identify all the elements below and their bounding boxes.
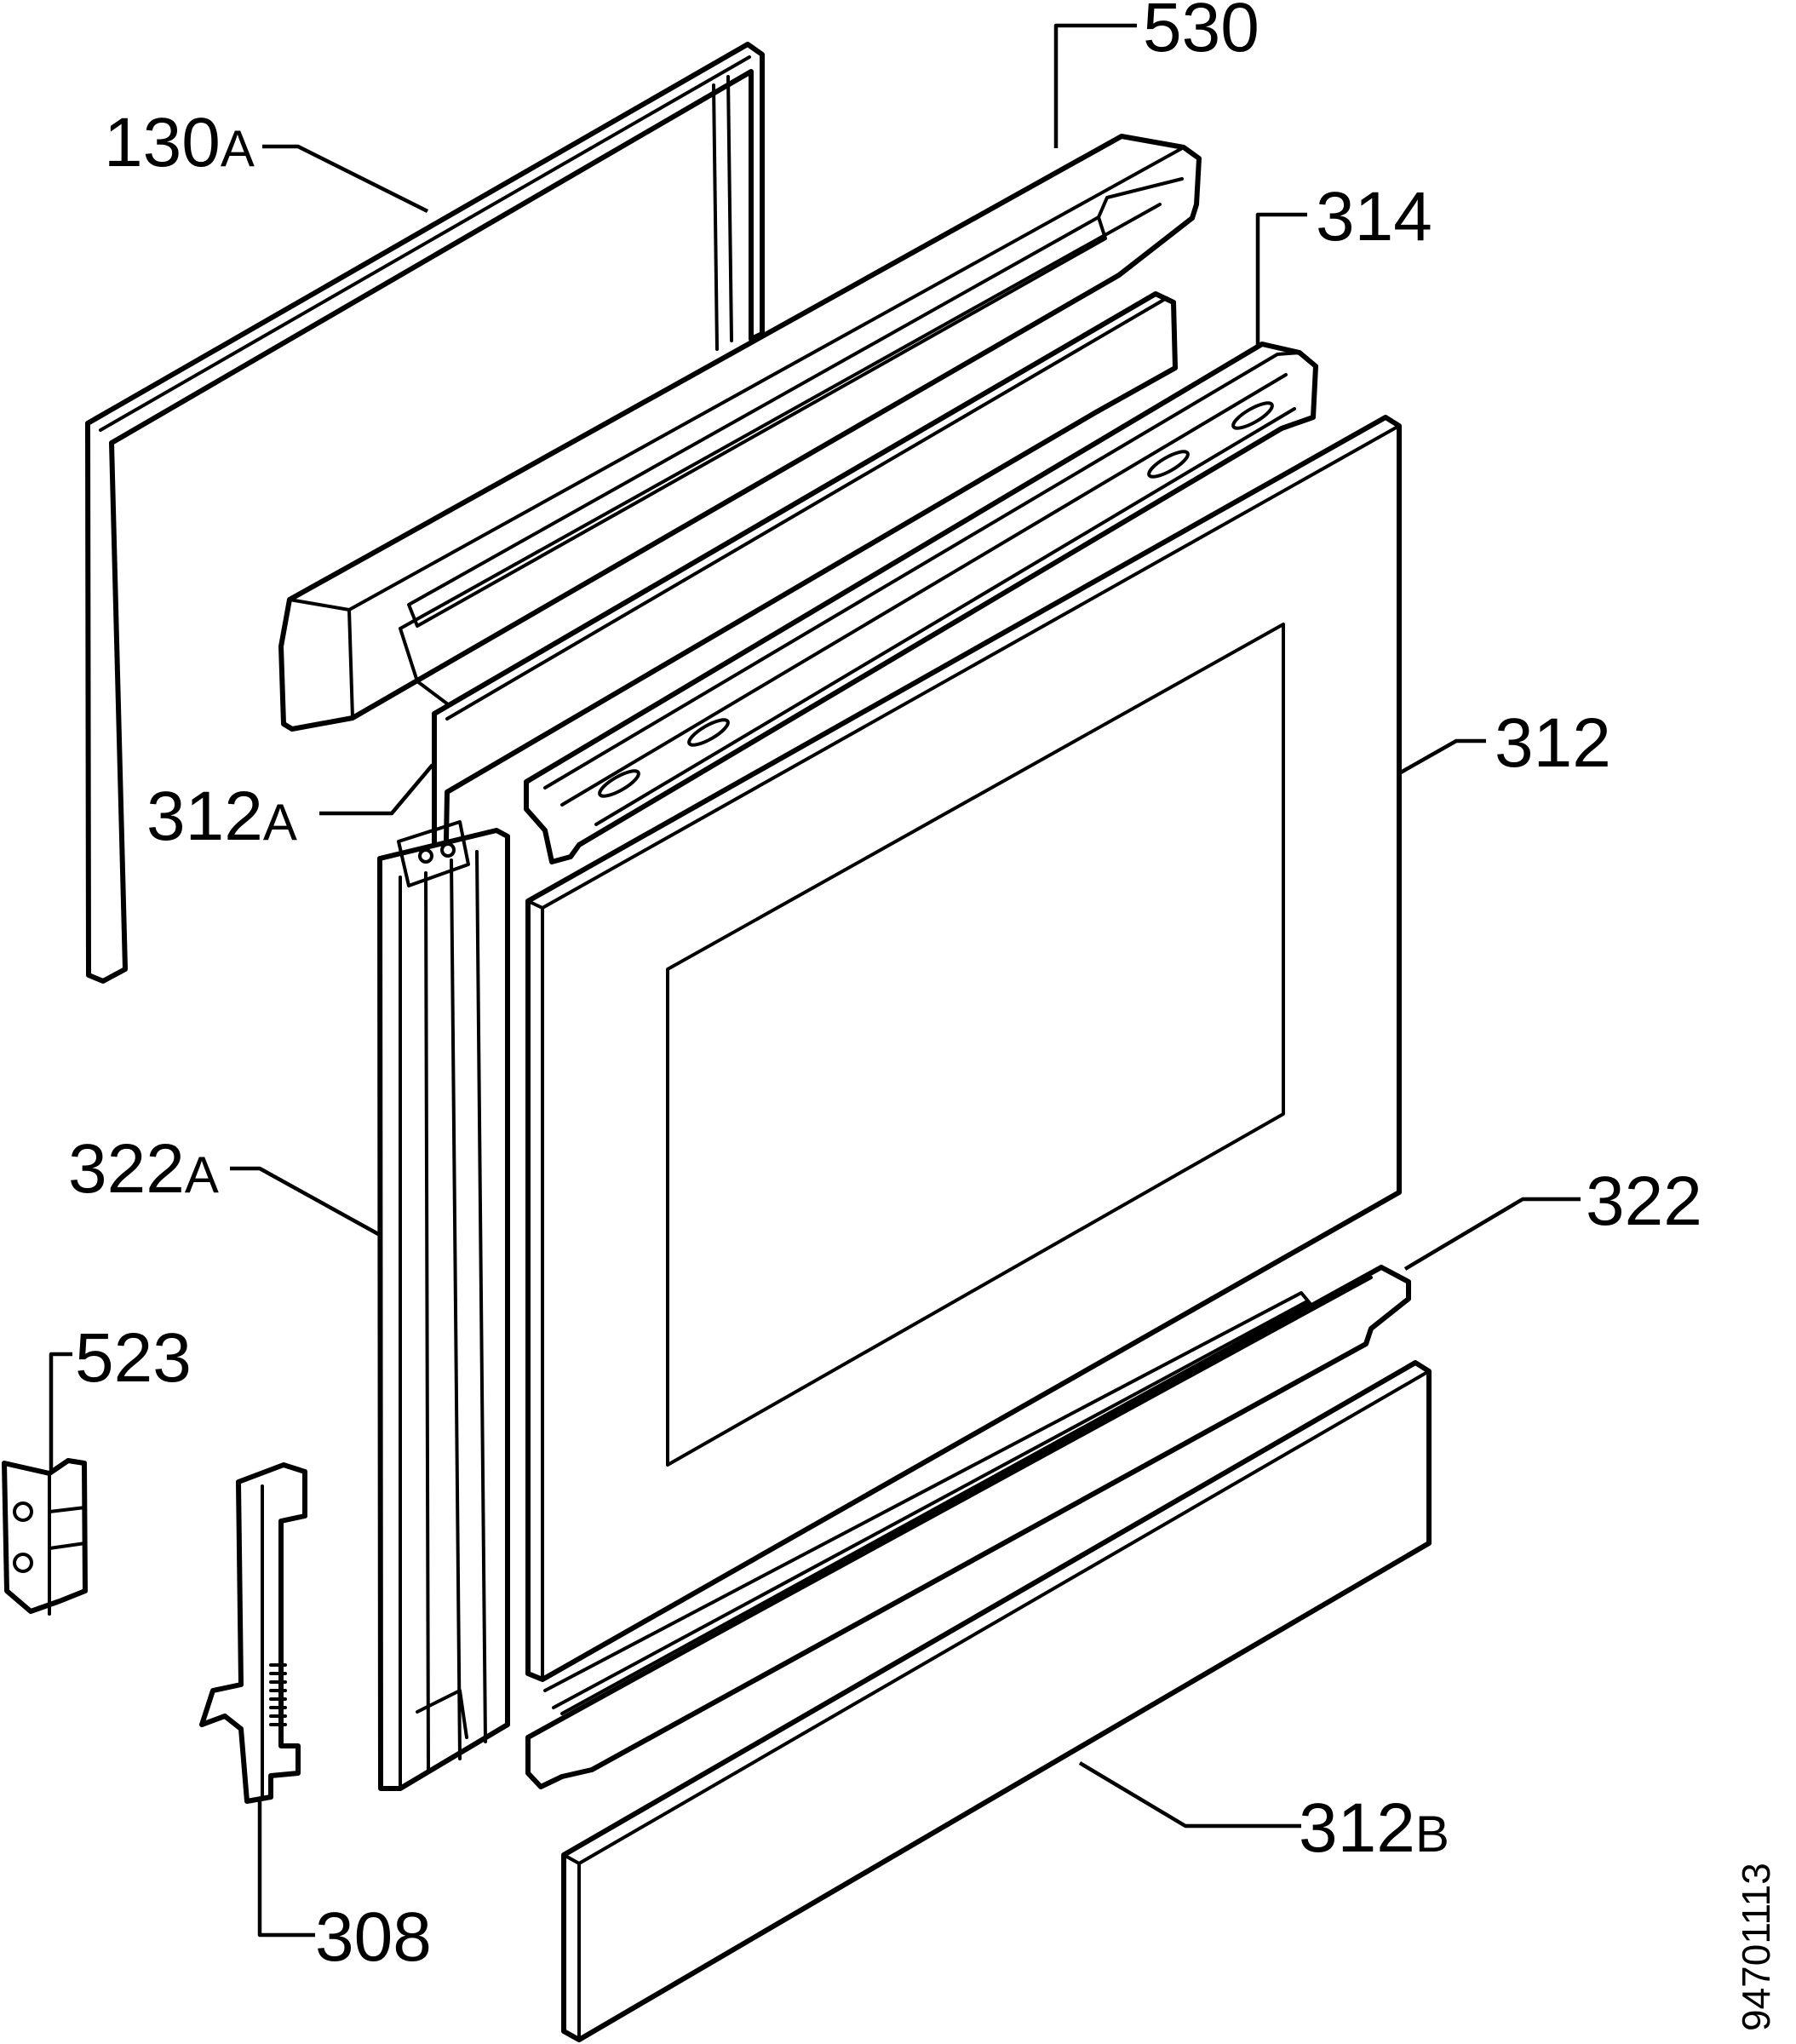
label-312b: 312B [1299, 1789, 1449, 1867]
part-312-outer-glass-panel [525, 415, 1402, 1682]
leader-130a [262, 144, 429, 214]
part-322-lower-glass-holder [525, 1265, 1411, 1789]
label-523: 523 [75, 1319, 192, 1397]
label-322: 322 [1586, 1163, 1702, 1240]
label-130a: 130A [104, 104, 255, 181]
part-314-upper-glass-holder [524, 342, 1318, 864]
label-322a: 322A [68, 1130, 219, 1208]
leader-312 [1397, 738, 1486, 775]
leader-530 [1053, 23, 1137, 148]
leader-312b [1078, 1761, 1301, 1829]
label-312a: 312A [146, 778, 297, 855]
part-312b-bottom-glass-strip [561, 1360, 1432, 2042]
leader-308 [257, 1799, 315, 1938]
part-322a-side-hinge-profile [377, 820, 510, 1791]
leader-314 [1255, 212, 1307, 345]
leader-322 [1403, 1197, 1581, 1271]
label-530: 530 [1143, 0, 1259, 66]
label-312: 312 [1495, 704, 1611, 782]
leader-322a [230, 1166, 382, 1237]
leader-312a [319, 763, 434, 816]
document-number: 94701113 [1734, 1863, 1778, 2031]
label-308: 308 [315, 1898, 432, 1976]
leader-523 [49, 1352, 72, 1472]
label-314: 314 [1316, 178, 1432, 256]
leader-lines [49, 23, 1581, 1938]
part-530-top-handle-trim [278, 134, 1202, 732]
part-523-hinge-bracket [2, 1458, 88, 1616]
part-308-hinge [199, 1462, 307, 1804]
part-130a-door-gasket [85, 42, 765, 984]
